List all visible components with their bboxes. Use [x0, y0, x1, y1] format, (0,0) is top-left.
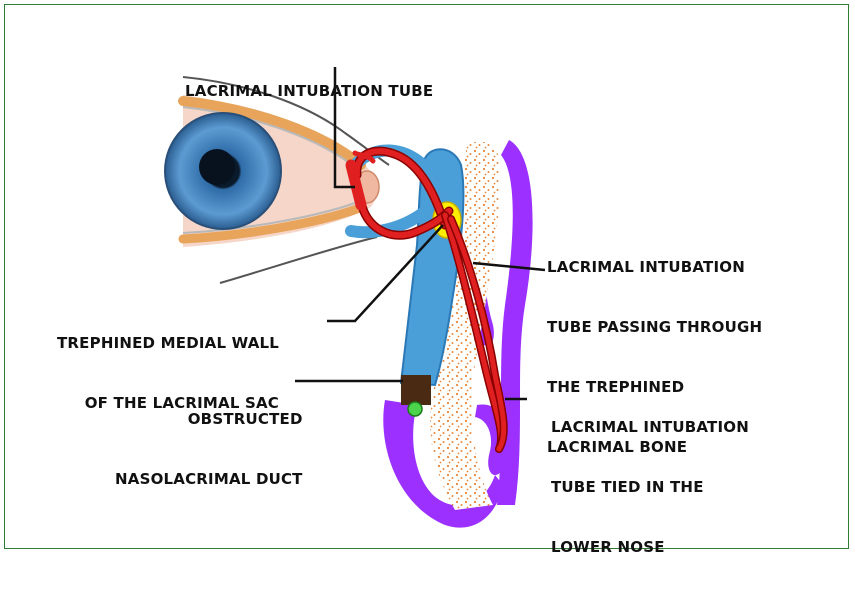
pupil [199, 149, 235, 185]
label-line: NASOLACRIMAL DUCT [115, 469, 303, 489]
figure-frame: LACRIMAL INTUBATION TUBE LACRIMAL INTUBA… [4, 4, 849, 549]
label-tube-tied-lower-nose: LACRIMAL INTUBATION TUBE TIED IN THE LOW… [551, 377, 749, 597]
obstruction-block [401, 375, 431, 405]
label-line: TUBE TIED IN THE [551, 477, 749, 497]
label-line: LACRIMAL INTUBATION [547, 257, 762, 277]
duct-lumen [408, 402, 422, 416]
label-line: TREPHINED MEDIAL WALL [57, 333, 279, 353]
label-obstructed-duct: OBSTRUCTED NASOLACRIMAL DUCT [115, 369, 303, 529]
label-line: LACRIMAL INTUBATION [551, 417, 749, 437]
lower-lid-fold [220, 237, 377, 283]
label-lacrimal-intubation-tube: LACRIMAL INTUBATION TUBE [185, 41, 433, 141]
label-line: TUBE PASSING THROUGH [547, 317, 762, 337]
label-line: LACRIMAL INTUBATION TUBE [185, 81, 433, 101]
label-line: LOWER NOSE [551, 537, 749, 557]
label-line: OBSTRUCTED [115, 409, 303, 429]
